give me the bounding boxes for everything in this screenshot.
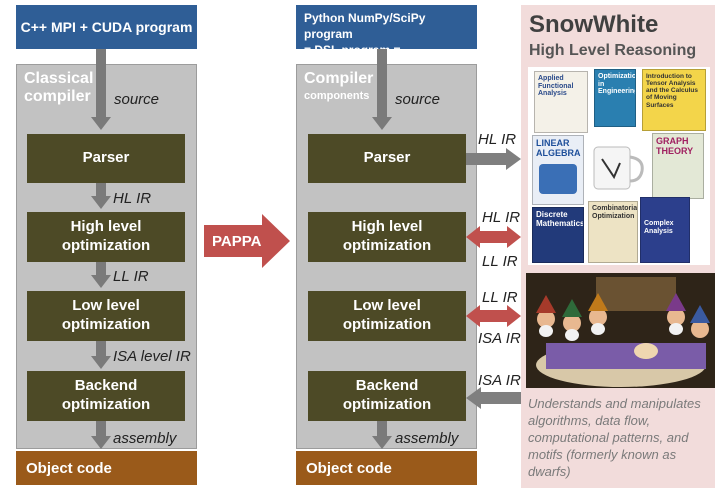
- book-linear-algebra: LINEAR ALGEBRA: [532, 135, 584, 205]
- parser-to-snowwhite-arrow: [466, 148, 521, 170]
- book-linear-algebra-title: LINEAR ALGEBRA: [536, 138, 581, 158]
- snowwhite-description: Understands and manipulates algorithms, …: [528, 396, 701, 479]
- book-applied-functional-analysis-title: Applied Functional Analysis: [538, 75, 574, 98]
- mug-icon: [593, 146, 644, 190]
- left-arrow-source-shaft: [96, 49, 106, 119]
- mid-parser-label: Parser: [363, 149, 411, 167]
- pappa-arrow: [204, 214, 290, 268]
- left-hlir-label: HL IR: [113, 190, 152, 207]
- dwarfs-bed-scene: [526, 273, 715, 388]
- mid-arrow-source-shaft: [377, 49, 387, 119]
- mid-assembly-label: assembly: [395, 430, 459, 447]
- high-opt-in-label: HL IR: [482, 209, 521, 226]
- left-low-opt-box: Low level optimization: [27, 291, 185, 341]
- left-backend-label: Backend optimization: [61, 377, 151, 413]
- left-arrow-hlir-shaft: [96, 183, 106, 197]
- left-arrow-isair-shaft: [96, 341, 106, 357]
- pappa-label: PAPPA: [212, 233, 262, 250]
- book-optimization-engineering-title: Optimization in Engineering: [598, 73, 636, 96]
- mid-source-label: source: [395, 91, 441, 108]
- low-opt-bidirectional-arrow: [466, 305, 521, 327]
- linear-algebra-cover-art: [539, 164, 577, 194]
- book-discrete-mathematics: Discrete Mathematics: [532, 207, 584, 263]
- left-high-opt-label: High level optimization: [61, 218, 151, 254]
- mid-arrow-assembly-shaft: [377, 421, 387, 437]
- left-isair-label: ISA level IR: [113, 348, 191, 365]
- backend-in-label: ISA IR: [478, 372, 521, 389]
- book-discrete-mathematics-title: Discrete Mathematics: [536, 210, 584, 228]
- left-object-code-box: Object code: [16, 451, 197, 485]
- left-arrow-hlir-head: [91, 196, 111, 209]
- parser-out-label: HL IR: [478, 131, 517, 148]
- left-low-opt-label: Low level optimization: [61, 297, 151, 333]
- mid-backend-box: Backend optimization: [308, 371, 466, 421]
- book-optimization-engineering: Optimization in Engineering: [594, 69, 636, 127]
- book-tensor-analysis: Introduction to Tensor Analysis and the …: [642, 69, 706, 131]
- high-opt-out-label: LL IR: [482, 253, 518, 270]
- mid-low-opt-box: Low level optimization: [308, 291, 466, 341]
- book-tensor-analysis-title: Introduction to Tensor Analysis and the …: [646, 73, 699, 109]
- python-program-line1: Python NumPy/SciPy program: [304, 11, 426, 42]
- book-complex-analysis: Complex Analysis: [640, 197, 690, 263]
- left-object-code-label: Object code: [26, 459, 112, 477]
- book-graph-theory: GRAPH THEORY: [652, 133, 704, 199]
- mid-object-code-label: Object code: [306, 459, 392, 477]
- compiler-components-title: Compiler: [304, 70, 374, 87]
- left-arrow-source-head: [91, 117, 111, 130]
- high-opt-bidirectional-arrow: [466, 226, 521, 248]
- mid-backend-label: Backend optimization: [342, 377, 432, 413]
- low-opt-in-label: LL IR: [482, 289, 518, 306]
- left-arrow-isair-head: [91, 356, 111, 369]
- mid-object-code-box: Object code: [296, 451, 477, 485]
- book-combinatorial-optimization-title: Combinatorial Optimization: [592, 205, 638, 220]
- snowwhite-to-backend-arrow: [466, 387, 521, 409]
- book-graph-theory-title: GRAPH THEORY: [656, 136, 694, 156]
- left-assembly-label: assembly: [113, 430, 177, 447]
- left-high-opt-box: High level optimization: [27, 212, 185, 262]
- left-arrow-assembly-head: [91, 436, 111, 449]
- low-opt-out-label: ISA IR: [478, 330, 521, 347]
- book-combinatorial-optimization: Combinatorial Optimization: [588, 201, 638, 263]
- left-arrow-assembly-shaft: [96, 421, 106, 437]
- left-source-label: source: [114, 91, 160, 108]
- left-arrow-llir-shaft: [96, 262, 106, 276]
- snowwhite-subtitle: High Level Reasoning: [529, 42, 697, 59]
- left-arrow-llir-head: [91, 275, 111, 288]
- mid-low-opt-label: Low level optimization: [342, 297, 432, 333]
- classical-compiler-title: Classical compiler: [24, 70, 94, 106]
- compiler-components-subtitle: components: [304, 90, 370, 102]
- left-parser-box: Parser: [27, 134, 185, 183]
- mid-high-opt-box: High level optimization: [308, 212, 466, 262]
- python-program-box: Python NumPy/SciPy program = DSL program…: [296, 5, 477, 74]
- snowwhite-title: SnowWhite: [529, 11, 659, 38]
- left-parser-label: Parser: [82, 149, 130, 167]
- left-backend-box: Backend optimization: [27, 371, 185, 421]
- left-llir-label: LL IR: [113, 268, 149, 285]
- mug-image: [588, 137, 646, 197]
- books-collage: Applied Functional Analysis Optimization…: [528, 67, 710, 265]
- cpp-program-label: C++ MPI + CUDA program: [20, 19, 193, 35]
- mid-high-opt-label: High level optimization: [342, 218, 432, 254]
- cpp-program-box: C++ MPI + CUDA program: [16, 5, 197, 49]
- snow-white-dwarfs-image: [526, 273, 715, 388]
- mid-arrow-assembly-head: [372, 436, 392, 449]
- book-complex-analysis-title: Complex Analysis: [644, 220, 674, 235]
- mid-arrow-source-head: [372, 117, 392, 130]
- mid-parser-box: Parser: [308, 134, 466, 183]
- book-applied-functional-analysis: Applied Functional Analysis: [534, 71, 588, 133]
